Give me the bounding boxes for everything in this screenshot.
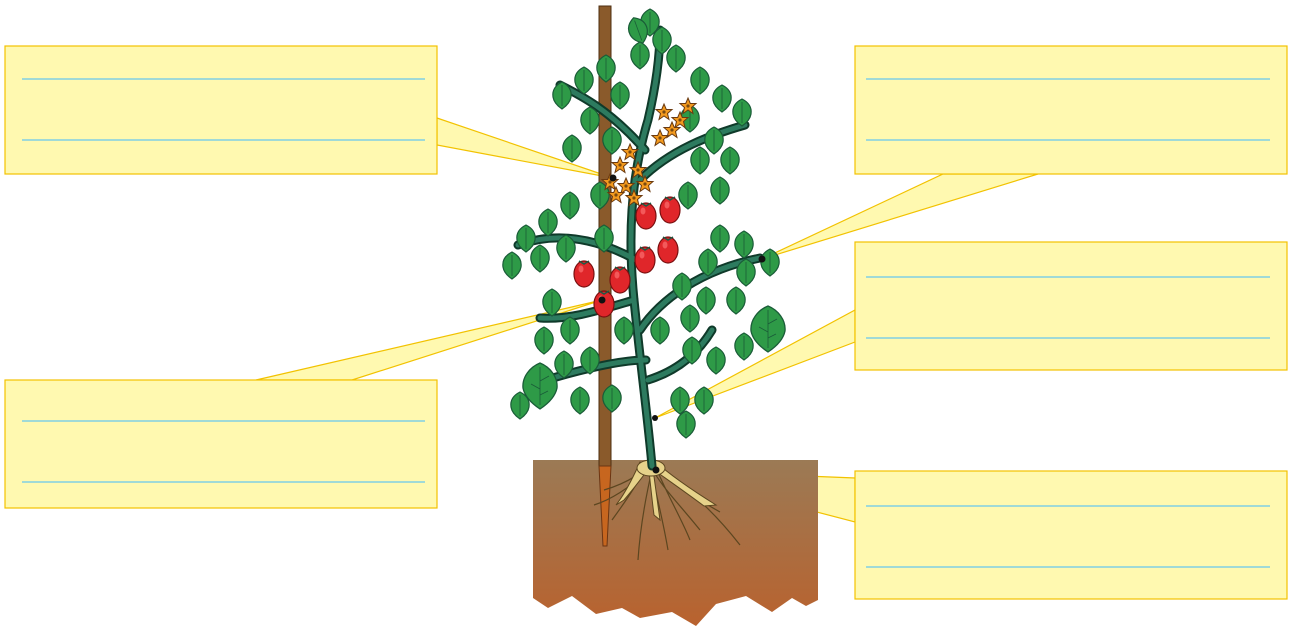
stem-answer-line-2[interactable] bbox=[866, 312, 1270, 338]
flower-dot bbox=[610, 175, 617, 182]
root-dot bbox=[653, 467, 660, 474]
root-answer-line-2[interactable] bbox=[866, 541, 1270, 567]
support-stake bbox=[599, 6, 611, 546]
fruit-answer-line-2[interactable] bbox=[22, 456, 425, 482]
leaf-answer-line-1[interactable] bbox=[866, 53, 1270, 79]
stem-answer-line-1[interactable] bbox=[866, 251, 1270, 277]
fruit-answer-line-1[interactable] bbox=[22, 395, 425, 421]
stem-dot bbox=[652, 415, 658, 421]
leaf-answer-line-2[interactable] bbox=[866, 114, 1270, 140]
fruit-dot bbox=[599, 297, 606, 304]
root-answer-line-1[interactable] bbox=[866, 480, 1270, 506]
flower-answer-line-1[interactable] bbox=[22, 53, 425, 79]
leaf-dot bbox=[759, 256, 766, 263]
flower-answer-line-2[interactable] bbox=[22, 114, 425, 140]
